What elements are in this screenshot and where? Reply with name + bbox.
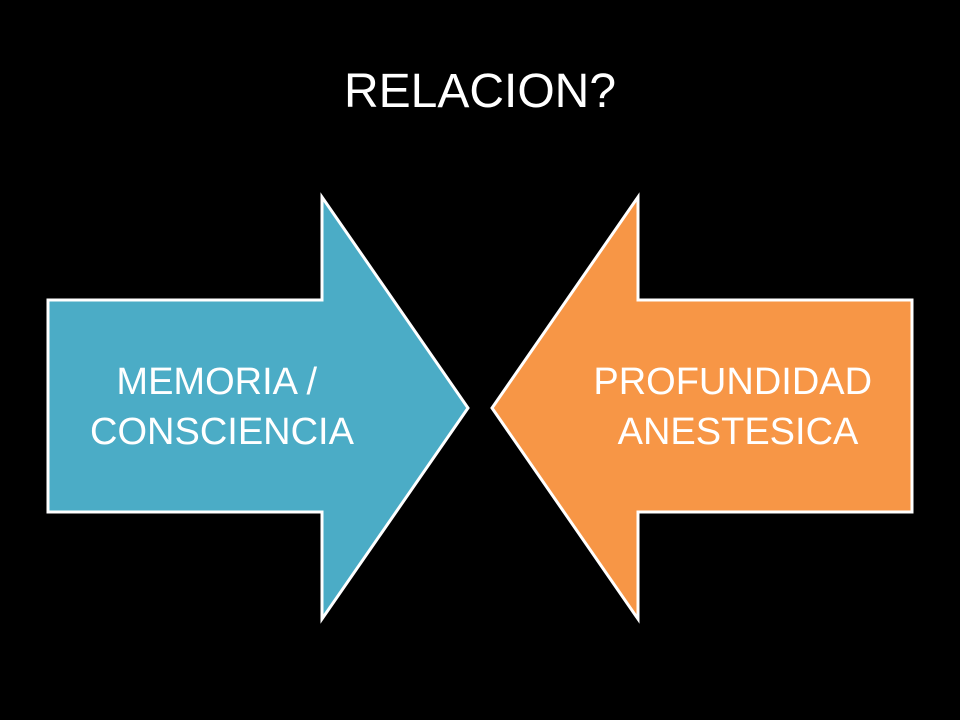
left-arrow-label: MEMORIA / CONSCIENCIA [90,361,355,453]
right-arrow-label-line-1: PROFUNDIDAD [593,361,872,403]
left-arrow-label-line-2: CONSCIENCIA [90,411,355,453]
left-arrow-body [46,192,470,624]
left-arrow-label-line-1: MEMORIA / [116,361,317,403]
right-arrow-label-line-2: ANESTESICA [618,411,859,453]
slide-title: RELACION? [343,65,617,118]
right-arrow-label: PROFUNDIDAD ANESTESICA [593,361,882,453]
right-arrow-body [490,192,914,624]
left-arrow-shape: MEMORIA / CONSCIENCIA [46,192,470,624]
right-arrow-shape: PROFUNDIDAD ANESTESICA [490,192,914,624]
